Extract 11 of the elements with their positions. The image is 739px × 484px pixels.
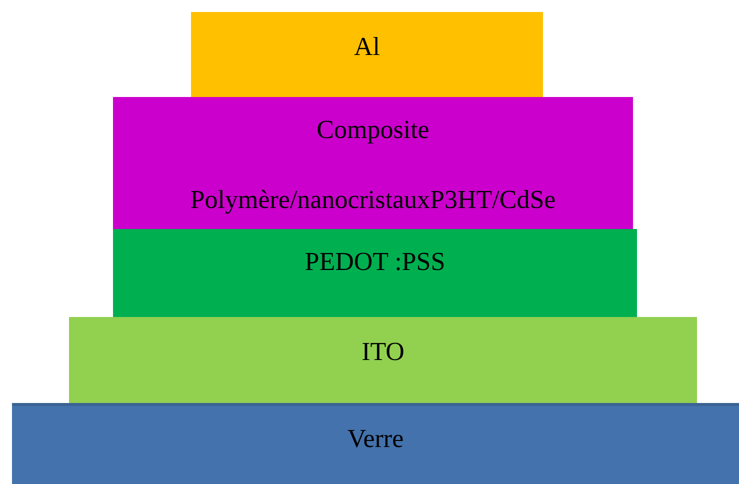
layer-label: PEDOT :PSS bbox=[304, 247, 446, 277]
layer-label: Verre bbox=[347, 424, 404, 454]
layer-label: ITO bbox=[362, 337, 404, 367]
layer-label: Composite bbox=[316, 115, 430, 145]
layer-label: Al bbox=[354, 32, 380, 62]
layer-block bbox=[191, 12, 543, 97]
layer-label: Polymère/nanocristauxP3HT/CdSe bbox=[190, 185, 556, 215]
substrate-layer bbox=[12, 403, 739, 484]
layer-block bbox=[113, 229, 637, 317]
layer-block bbox=[113, 97, 633, 229]
layer-block bbox=[69, 317, 697, 403]
